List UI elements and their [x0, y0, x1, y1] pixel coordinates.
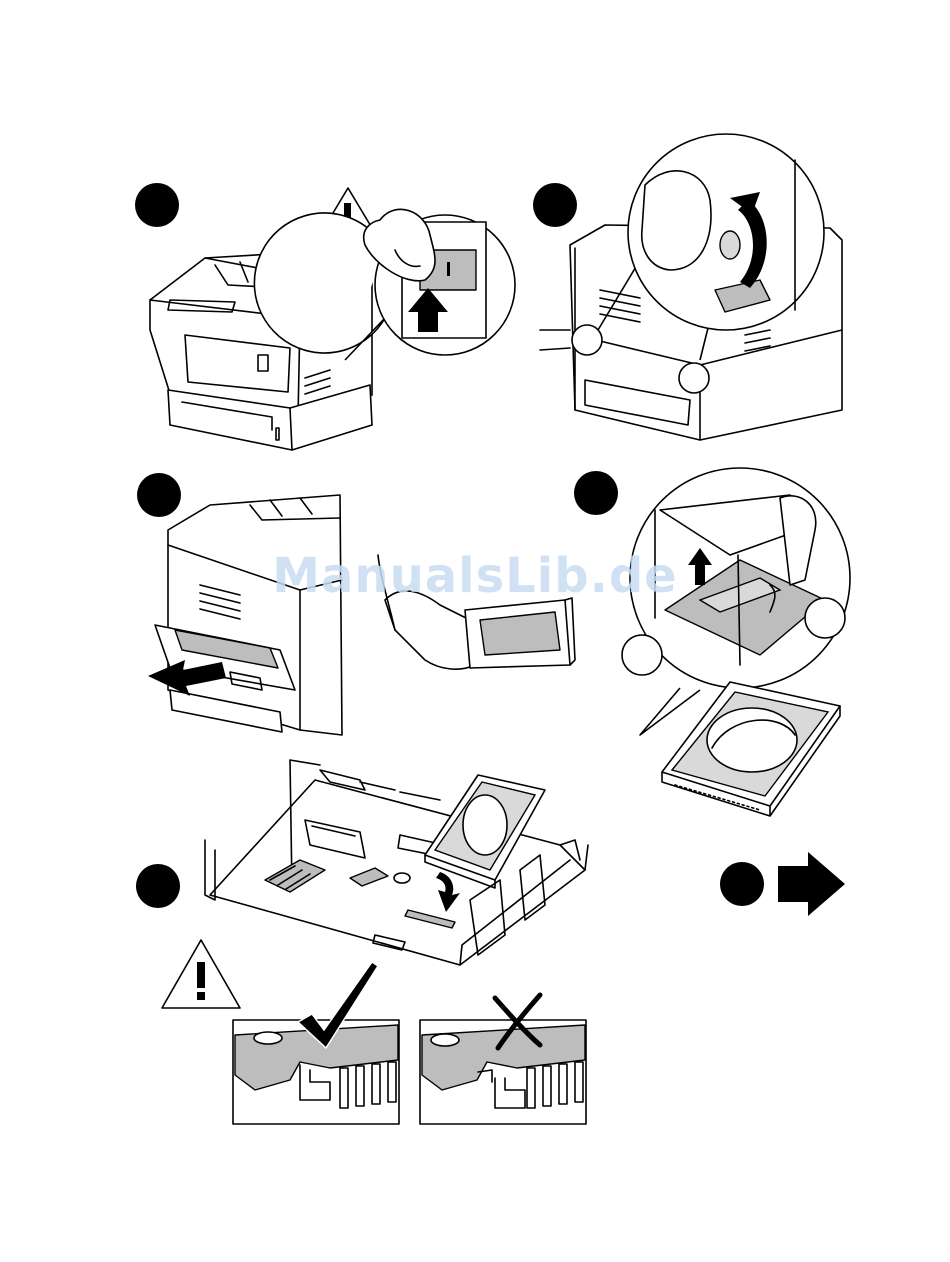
- correct-example: [233, 962, 399, 1124]
- warning-icon: [162, 940, 240, 1008]
- panel-install-hard-drive: [205, 760, 588, 965]
- panel-remove-board: [148, 495, 575, 735]
- incorrect-example: [420, 995, 586, 1124]
- panel-unscrew-thumbscrews: [540, 134, 842, 440]
- panel-power-off: [150, 188, 515, 450]
- caution-callout: [162, 940, 240, 1008]
- next-step-arrow-icon: [778, 852, 845, 916]
- panel-peel-tape: [622, 468, 850, 816]
